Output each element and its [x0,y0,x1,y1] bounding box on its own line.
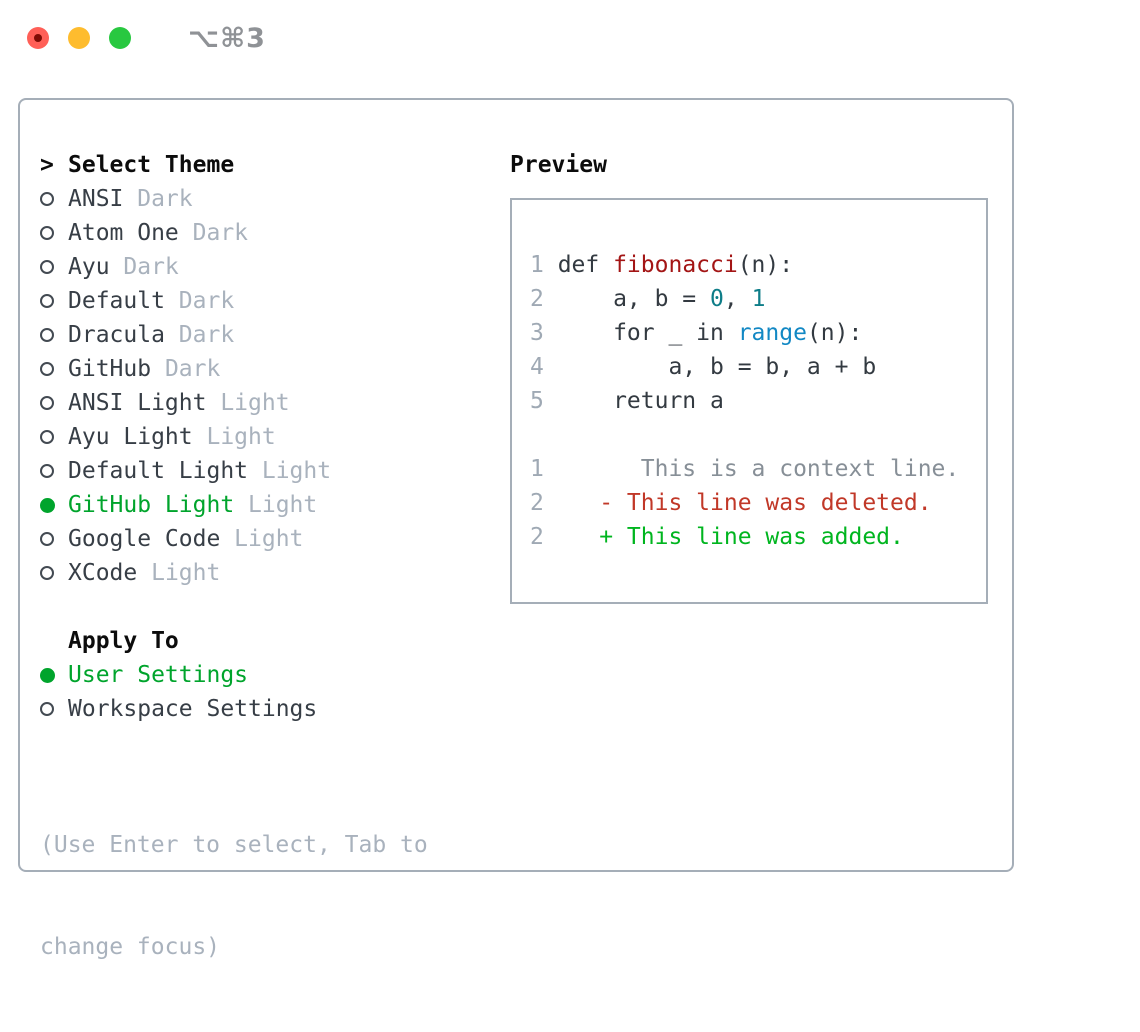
theme-option-google-code-light[interactable]: Google Code Light [40,522,510,556]
code-line: 3 for _ in range(n): [530,316,986,350]
radio-selected-icon [40,497,55,513]
theme-name: Dracula [68,322,165,348]
theme-name: GitHub [68,356,152,382]
hint-line-1: (Use Enter to select, Tab to [40,832,428,858]
close-button[interactable] [27,27,49,49]
diff-added-line: 2 + This line was added. [530,520,986,554]
line-number: 4 [530,354,544,380]
keyboard-hint: (Use Enter to select, Tab to change focu… [40,760,510,1032]
maximize-button[interactable] [109,27,131,49]
line-number: 2 [530,490,544,516]
theme-name: Ayu Light [68,424,193,450]
radio-unselected-icon [40,260,54,274]
theme-variant: Light [151,560,221,586]
preview-title: Preview [510,152,607,178]
radio-selected-icon [40,667,55,683]
line-number: 2 [530,286,544,312]
theme-list-column: > Select Theme ANSI Dark Atom One Dark A… [40,148,510,960]
theme-option-dracula-dark[interactable]: Dracula Dark [40,318,510,352]
code-line: 4 a, b = b, a + b [530,350,986,384]
apply-to-header: Apply To [40,624,510,658]
theme-option-ayu-dark[interactable]: Ayu Dark [40,250,510,284]
theme-name: Default Light [68,458,249,484]
theme-option-xcode-light[interactable]: XCode Light [40,556,510,590]
theme-name-selected: GitHub Light [68,492,235,518]
titlebar: ⌥⌘3 [0,0,1140,76]
theme-option-ansi-dark[interactable]: ANSI Dark [40,182,510,216]
theme-name: ANSI [68,186,124,212]
radio-unselected-icon [40,192,54,206]
theme-variant: Dark [178,322,235,348]
code-line: 1 def fibonacci(n): [530,248,986,282]
theme-option-ayu-light[interactable]: Ayu Light Light [40,420,510,454]
apply-option-label-selected: User Settings [68,662,249,688]
theme-picker-panel: > Select Theme ANSI Dark Atom One Dark A… [18,98,1014,960]
theme-variant: Light [220,390,290,416]
theme-variant: Dark [178,288,235,314]
preview-header: Preview [510,148,992,182]
radio-unselected-icon [40,396,54,410]
line-number: 5 [530,388,544,414]
radio-unselected-icon [40,226,54,240]
theme-variant: Light [234,526,304,552]
theme-name: Default [68,288,165,314]
blank-line [530,418,986,452]
code-line: 2 a, b = 0, 1 [530,282,986,316]
radio-unselected-icon [40,430,54,444]
line-number: 1 [530,456,544,482]
theme-name: XCode [68,560,138,586]
theme-option-atom-one-dark[interactable]: Atom One Dark [40,216,510,250]
selection-caret-icon: > [40,152,54,178]
apply-to-section: Apply To User Settings Workspace Setting… [40,624,510,726]
theme-name: ANSI Light [68,390,207,416]
theme-variant: Light [248,492,318,518]
radio-unselected-icon [40,566,54,580]
radio-unselected-icon [40,328,54,342]
diff-deleted-line: 2 - This line was deleted. [530,486,986,520]
theme-option-default-dark[interactable]: Default Dark [40,284,510,318]
theme-option-ansi-light[interactable]: ANSI Light Light [40,386,510,420]
diff-context-line: 1 This is a context line. [530,452,986,486]
minimize-button[interactable] [68,27,90,49]
theme-variant: Dark [137,186,193,212]
radio-unselected-icon [40,294,54,308]
theme-variant: Dark [192,220,249,246]
theme-variant: Dark [164,356,221,382]
theme-option-github-light[interactable]: GitHub Light Light [40,488,510,522]
theme-variant: Light [206,424,276,450]
radio-unselected-icon [40,362,54,376]
code-line: 5 return a [530,384,986,418]
theme-name: Ayu [68,254,110,280]
apply-option-user-settings[interactable]: User Settings [40,658,510,692]
line-number: 1 [530,252,544,278]
radio-unselected-icon [40,702,54,716]
apply-option-label: Workspace Settings [68,696,318,722]
select-theme-title: Select Theme [68,152,235,178]
theme-name: Atom One [68,220,179,246]
theme-option-github-dark[interactable]: GitHub Dark [40,352,510,386]
preview-column: Preview 1 def fibonacci(n): 2 a, b = 0, … [510,148,992,870]
app-window: ⌥⌘3 > Select Theme ANSI Dark Atom One Da… [0,0,1140,960]
window-title: ⌥⌘3 [188,22,266,54]
unsaved-dot-icon [34,34,42,42]
theme-variant: Dark [123,254,179,280]
radio-unselected-icon [40,464,54,478]
select-theme-header: > Select Theme [40,148,510,182]
radio-unselected-icon [40,532,54,546]
apply-to-title: Apply To [68,628,179,654]
theme-variant: Light [261,458,332,484]
theme-option-default-light[interactable]: Default Light Light [40,454,510,488]
line-number: 3 [530,320,544,346]
apply-option-workspace-settings[interactable]: Workspace Settings [40,692,510,726]
hint-line-2: change focus) [40,934,221,960]
line-number: 2 [530,524,544,550]
theme-name: Google Code [68,526,221,552]
preview-box: 1 def fibonacci(n): 2 a, b = 0, 1 3 for … [510,198,988,604]
